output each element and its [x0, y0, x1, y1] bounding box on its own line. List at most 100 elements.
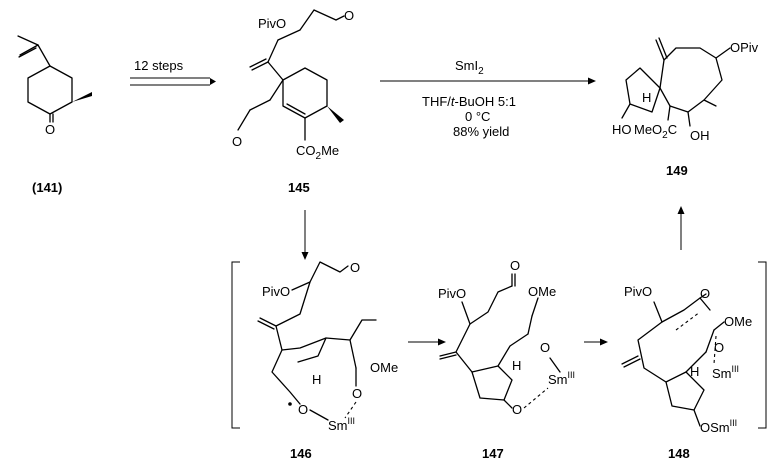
condition-solvent: THF/t-BuOH 5:1 — [422, 94, 516, 109]
methyl-wedge — [72, 92, 92, 102]
h-146: H — [312, 372, 321, 387]
aldehyde-o-147: O — [510, 258, 520, 273]
h-147: H — [512, 358, 521, 373]
condition-reagent: SmI2 — [455, 58, 484, 77]
chain-146c — [271, 349, 301, 405]
isopropenyl-alkene-2 — [18, 47, 37, 58]
cyclopentane-149 — [625, 67, 661, 113]
macrocycle-148 — [637, 321, 707, 383]
ester-o-146: O — [352, 386, 362, 401]
compound-149-label: 149 — [666, 163, 688, 178]
structure-141: O (141) — [17, 35, 92, 195]
compound-141-label: (141) — [32, 180, 62, 195]
coordination-147 — [523, 387, 549, 409]
o-bond-147 — [503, 399, 513, 409]
bracket-right — [758, 261, 767, 429]
exo-methylene-147b — [439, 354, 457, 360]
ome-147: OMe — [528, 284, 556, 299]
ome-bond-147 — [531, 297, 539, 317]
osm-148: OSmIII — [700, 418, 737, 435]
bracket-left — [231, 261, 240, 429]
exo-methylene-147 — [439, 351, 457, 357]
oh-149: OH — [690, 128, 710, 143]
sm-148: SmIII — [712, 364, 739, 381]
oxygen-label: O — [45, 122, 55, 137]
enol-147 — [527, 315, 533, 335]
chain-bond-4 — [299, 9, 315, 31]
isopropenyl-alkene — [19, 44, 39, 56]
ketone-148 — [699, 293, 707, 299]
piv-label-147: PivO — [438, 286, 466, 301]
structure-146: PivO O OMe O H O SmIII 146 — [257, 260, 398, 460]
methyl-149 — [703, 99, 717, 107]
arrow-up — [677, 206, 685, 250]
condition-temperature: 0 °C — [465, 109, 490, 124]
ring-146 — [275, 325, 327, 363]
coordination-148 — [713, 335, 717, 365]
ring-141 — [27, 65, 73, 115]
condition-12-steps: 12 steps — [134, 58, 184, 73]
o-148: O — [714, 340, 724, 355]
compound-145-label: 145 — [288, 180, 310, 195]
meo2c-149: MeO2C — [634, 122, 677, 141]
chain-bond-1 — [267, 61, 284, 81]
arrow-12-steps: 12 steps — [130, 58, 216, 86]
macrocycle-top — [659, 47, 731, 89]
chain-147 — [461, 285, 513, 325]
chain-146 — [291, 261, 349, 291]
o-147: O — [512, 402, 522, 417]
condition-yield: 88% yield — [453, 124, 509, 139]
piv-label-148: PivO — [624, 284, 652, 299]
opiv-149: OPiv — [730, 40, 759, 55]
radical-dot — [288, 402, 292, 406]
ome-bond-148 — [713, 321, 725, 331]
chain-148 — [653, 297, 711, 323]
structure-147: PivO O O OMe O H SmIII 147 — [438, 258, 575, 460]
compound-148-label: 148 — [668, 446, 690, 460]
arrow-down — [301, 210, 309, 260]
ome-146: OMe — [370, 360, 398, 375]
piv-label-146: PivO — [262, 284, 290, 299]
sm-146: SmIII — [328, 416, 355, 433]
exo-methylene-149b — [658, 37, 668, 59]
o-147b: O — [540, 340, 550, 355]
aldehyde-o-145b: O — [232, 134, 242, 149]
isopropenyl-bond — [37, 44, 51, 67]
enolate-148 — [705, 329, 715, 353]
macrocycle-147 — [455, 323, 529, 373]
macrocycle-right — [659, 57, 723, 113]
chain-bond-3 — [277, 29, 301, 41]
ketone-o-148: O — [700, 286, 710, 301]
ome-148: OMe — [724, 314, 752, 329]
isopropenyl-methyl — [17, 35, 39, 46]
h-148: H — [690, 364, 699, 379]
o-sm-bond-147 — [549, 357, 561, 373]
chain-bond-5 — [313, 9, 337, 21]
osm-bond-148 — [693, 409, 701, 427]
exo-methylene — [251, 61, 269, 71]
exo-methylene-149 — [655, 39, 665, 61]
propanal-3 — [237, 109, 251, 131]
ring-146b — [325, 319, 377, 341]
forming-bond-148 — [675, 311, 701, 331]
aldehyde-o-145: O — [344, 8, 354, 23]
exo-methylene-148 — [621, 355, 639, 365]
exo-methylene-2 — [249, 58, 267, 68]
ho-149: HO — [612, 122, 632, 137]
arrow-smi2: SmI2 THF/t-BuOH 5:1 0 °C 88% yield — [380, 58, 596, 139]
aldehyde-o-146: O — [350, 260, 360, 275]
piv-label-145: PivO — [258, 16, 286, 31]
o-146: O — [298, 402, 308, 417]
exo-methylene-148b — [623, 358, 641, 368]
structure-149: OPiv OH HO H MeO2C 149 — [612, 37, 759, 178]
sm-147: SmIII — [548, 370, 575, 387]
exo-methylene-146 — [259, 317, 277, 327]
ester-bond-146 — [349, 339, 357, 369]
chain-146b — [275, 281, 311, 327]
oh-bond — [687, 111, 691, 127]
arrow-146-147 — [408, 338, 446, 346]
propanal-1 — [269, 79, 284, 101]
structure-145: PivO O O CO2Me 145 — [232, 8, 354, 195]
propanal-2 — [249, 99, 271, 111]
